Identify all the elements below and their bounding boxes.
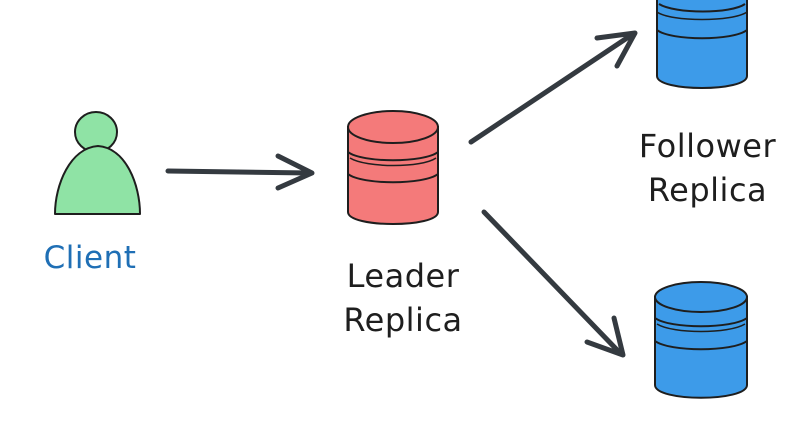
arrow-client-to-leader [165,153,315,191]
leader-label-line2: Replica [343,301,463,339]
follower-top-database-icon [656,0,748,89]
leader-replica-label: Leader Replica [318,254,488,342]
follower-label-line1: Follower [638,127,777,165]
follower-replica-label: Follower Replica [615,124,800,212]
leader-database-icon [347,110,439,225]
leader-label-line1: Leader [346,257,460,295]
client-label: Client [43,240,137,276]
arrow-leader-to-follower-top [468,30,638,145]
follower-bottom-database-icon [654,281,748,399]
client-person-icon [54,111,141,215]
follower-label-line2: Replica [647,171,768,209]
arrow-leader-to-follower-bottom [481,209,626,358]
